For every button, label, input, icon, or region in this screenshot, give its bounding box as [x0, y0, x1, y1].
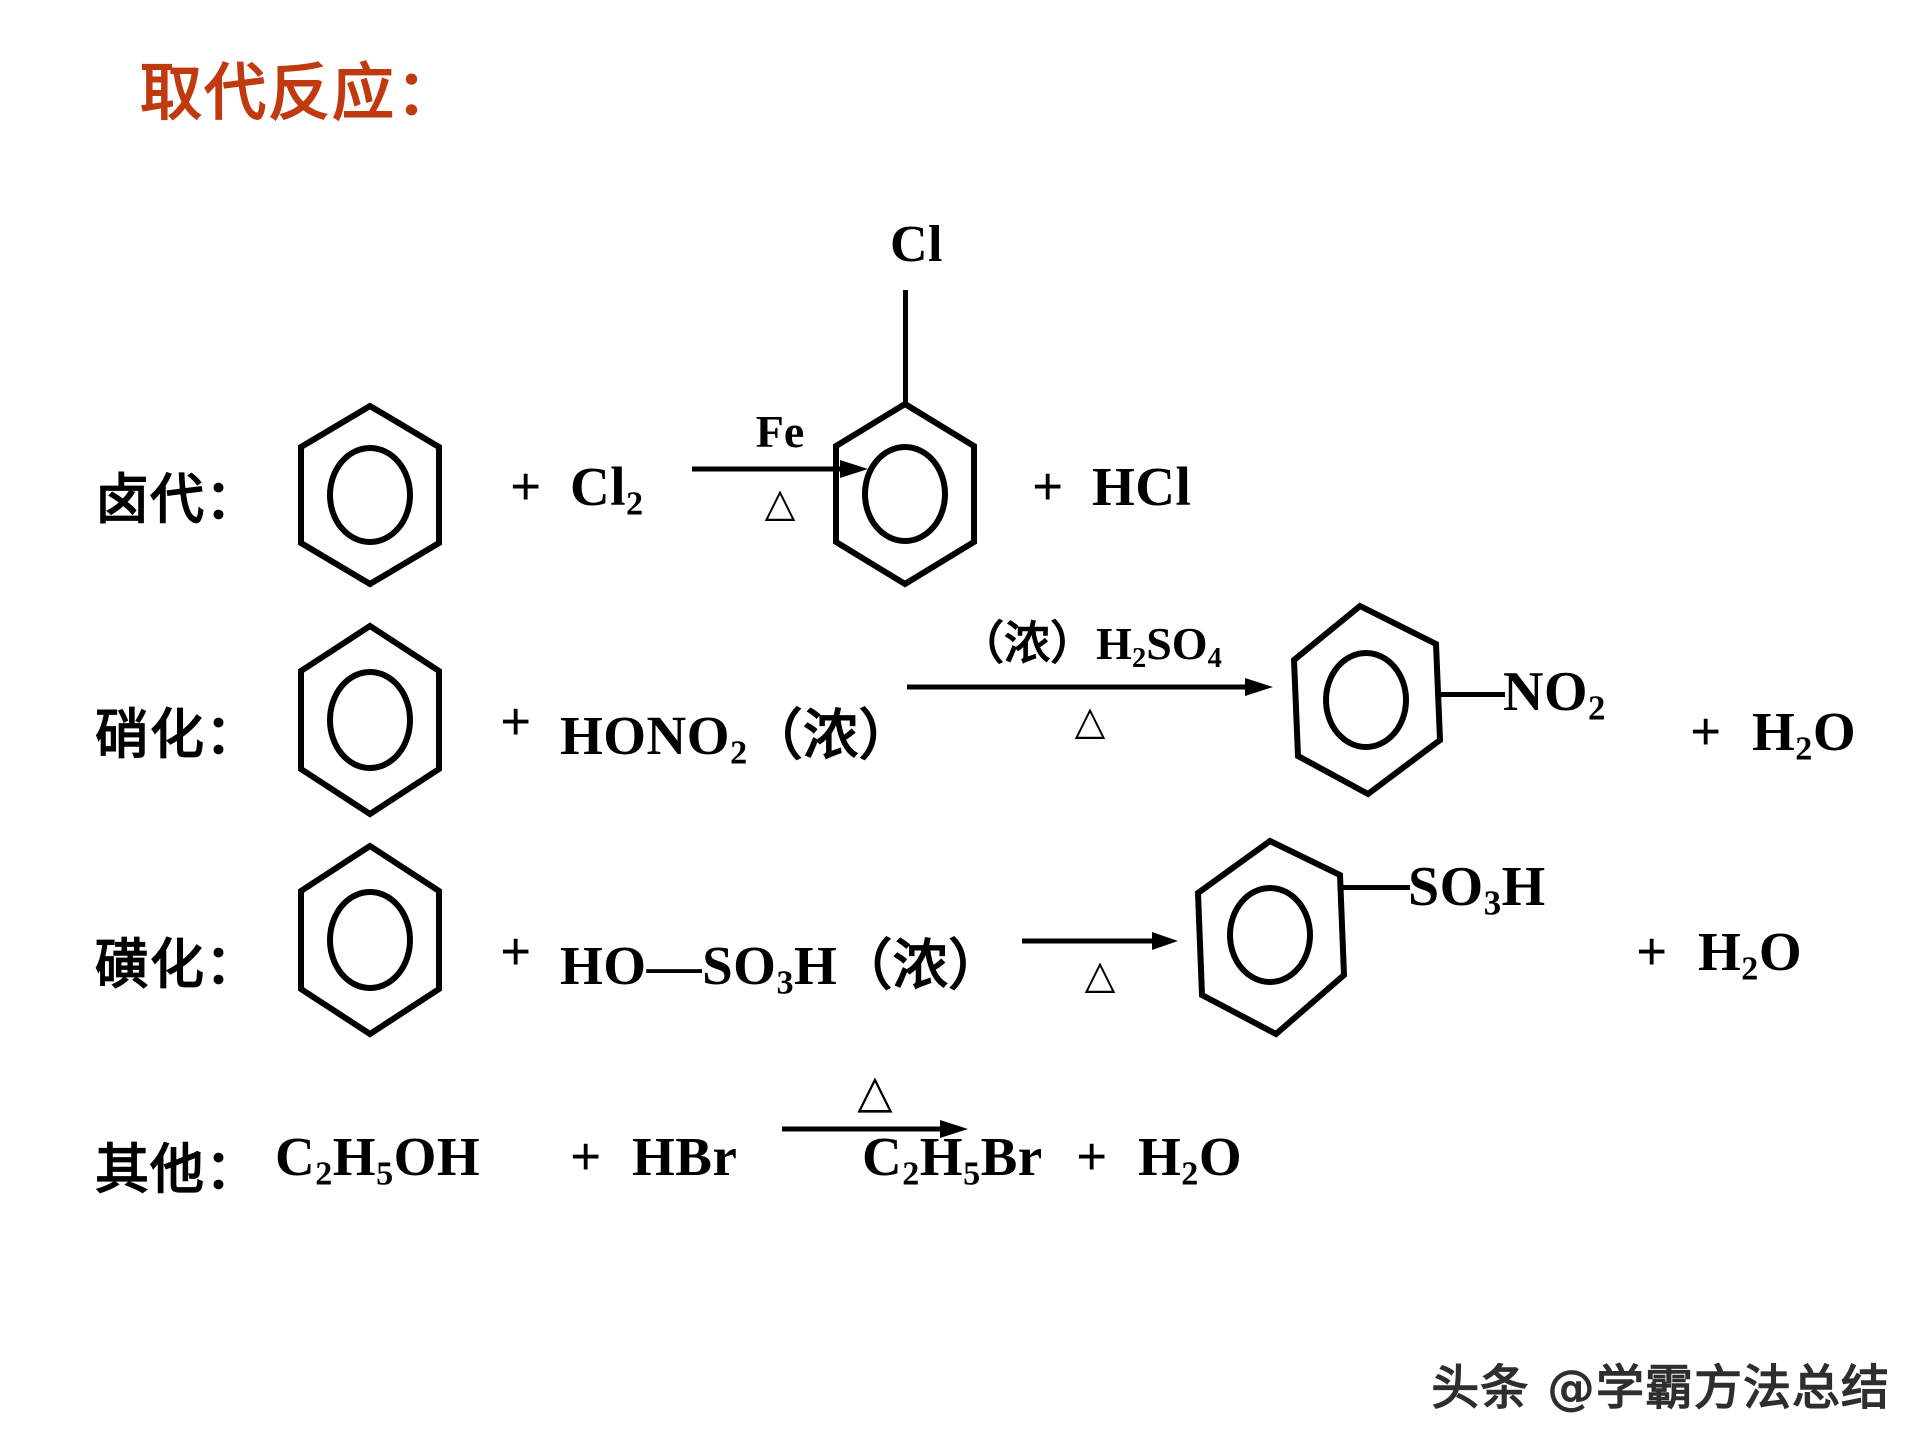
condition-heat-triangle: △ [1074, 697, 1106, 743]
cl2-base: Cl [570, 456, 626, 517]
ethanol-sub2: 5 [376, 1155, 394, 1193]
no2-subscript: 2 [1588, 688, 1606, 728]
so3-base: SO [702, 935, 777, 996]
hono2-concentrated: （浓） [747, 705, 915, 766]
cond-h2so4-post: SO [1146, 618, 1208, 669]
h2o-base: H [1698, 921, 1742, 982]
reaction-label-other: 其他： [95, 1140, 260, 1200]
reactant-formula-cl2: Cl2 [570, 455, 644, 524]
benzene-ring-icon [295, 840, 445, 1040]
h2o-subscript: 2 [1741, 950, 1759, 988]
benzene-ring-icon [830, 398, 980, 590]
product-formula-bromoethane: C2H5Br [862, 1125, 1043, 1194]
cl2-subscript: 2 [626, 485, 644, 523]
reaction-label-nitration: 硝化： [95, 705, 260, 765]
bond-dash: — [646, 935, 703, 996]
reaction-label-halogenation: 卤代： [95, 470, 260, 530]
so3-subscript: 3 [776, 964, 794, 1002]
plus-sign-nitration-reactant: + [500, 691, 532, 752]
h2o-oxygen: O [1198, 1126, 1243, 1187]
plus-sign-sulfonation-reactant: + [500, 921, 532, 982]
condition-catalyst-fe: Fe [755, 406, 805, 457]
ethanol-sub1: 2 [315, 1155, 333, 1193]
reactant-formula-hbr: HBr [632, 1126, 738, 1187]
ethanol-c: C [275, 1126, 316, 1187]
hono2-subscript: 2 [730, 734, 748, 772]
reaction-arrow-icon [692, 460, 868, 479]
condition-heat-triangle: △ [857, 1066, 893, 1117]
reactant-formula-ho-so3h: HO—SO3H（浓） [560, 920, 1004, 1003]
reaction-arrow-icon [782, 1120, 968, 1139]
product-substituent-no2: NO2 [1503, 660, 1606, 729]
cond-h2so4-sub1: 2 [1131, 642, 1147, 674]
bromoethane-h: H [919, 1126, 964, 1187]
h-concentrated: H（浓） [793, 935, 1004, 996]
product-substituent-cl: Cl [890, 216, 943, 273]
watermark: 头条 @学霸方法总结 [1431, 1360, 1890, 1416]
no2-base: NO [1503, 661, 1588, 723]
hono2-base: HONO [560, 705, 731, 766]
so3h-subscript: 3 [1483, 883, 1502, 923]
bond-line-so3h [1340, 885, 1410, 890]
reaction-arrow-halogenation: Fe △ [690, 406, 870, 526]
condition-heat-triangle: △ [1084, 952, 1116, 997]
product-formula-water-sulfonation: H2O [1698, 920, 1802, 989]
reaction-label-sulfonation: 磺化： [95, 935, 260, 995]
reaction-arrow-sulfonation: △ [1020, 928, 1180, 996]
plus-sign-other-product: + [1076, 1126, 1108, 1187]
reaction-arrow-icon [907, 677, 1273, 696]
bromoethane-br: Br [980, 1126, 1043, 1187]
benzene-ring-icon [1192, 835, 1352, 1040]
benzene-ring-icon [1288, 600, 1448, 800]
ethanol-h: H [332, 1126, 377, 1187]
product-substituent-so3h: SO3H [1408, 855, 1546, 924]
h2o-subscript: 2 [1795, 730, 1813, 768]
reaction-arrow-other: △ [780, 1066, 970, 1142]
plus-sign-sulfonation-product: + [1636, 921, 1668, 982]
so3h-base: SO [1408, 856, 1484, 918]
plus-sign-other-reactant: + [570, 1126, 602, 1187]
condition-heat-triangle: △ [764, 480, 796, 526]
bromoethane-sub1: 2 [902, 1155, 920, 1193]
product-formula-water-other: H2O [1138, 1125, 1242, 1194]
h2o-oxygen: O [1758, 921, 1803, 982]
product-formula-hcl: HCl [1092, 456, 1192, 517]
so3h-hydrogen: H [1501, 856, 1546, 918]
benzene-ring-icon [295, 400, 445, 590]
page-title: 取代反应： [140, 60, 461, 128]
reaction-arrow-icon [1022, 932, 1178, 950]
reaction-arrow-nitration: （浓）H2SO4 △ [905, 618, 1275, 743]
h2o-oxygen: O [1812, 701, 1857, 762]
bond-line-no2 [1437, 692, 1505, 697]
benzene-ring-icon [295, 620, 445, 820]
h2o-base: H [1752, 701, 1796, 762]
plus-sign-halogenation-reactant: + [510, 456, 542, 517]
cond-h2so4-sub2: 4 [1207, 642, 1222, 674]
condition-concentrated-sulfuric-acid: （浓）H2SO4 [958, 618, 1222, 674]
product-formula-water-nitration: H2O [1752, 700, 1856, 769]
h2o-base: H [1138, 1126, 1182, 1187]
bromoethane-c: C [862, 1126, 903, 1187]
reactant-formula-hono2: HONO2（浓） [560, 690, 914, 773]
plus-sign-nitration-product: + [1690, 701, 1722, 762]
reactant-formula-ethanol: C2H5OH [275, 1125, 480, 1194]
ho-group: HO [560, 935, 647, 996]
cond-h2so4-pre: （浓）H [958, 618, 1132, 669]
h2o-subscript: 2 [1181, 1155, 1199, 1193]
bromoethane-sub2: 5 [963, 1155, 981, 1193]
plus-sign-halogenation-product: + [1032, 456, 1064, 517]
ethanol-oh: OH [393, 1126, 481, 1187]
bond-line-cl [903, 290, 908, 402]
